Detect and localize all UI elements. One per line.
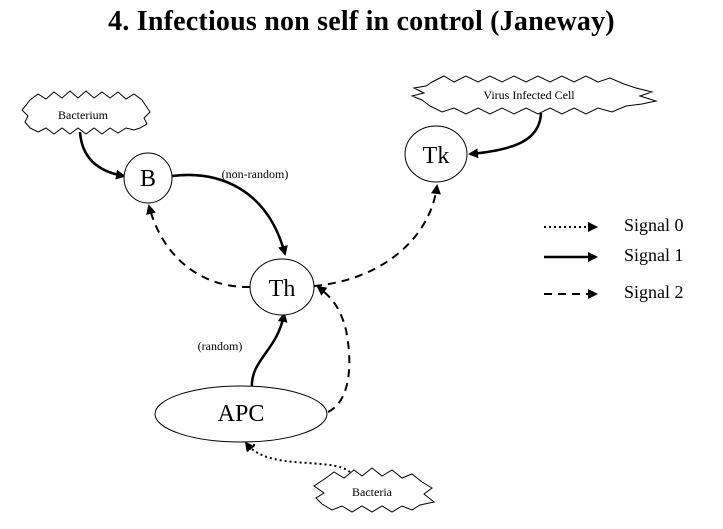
node-tk-label: Tk: [423, 143, 450, 169]
edge-label-random: (random): [198, 339, 243, 353]
bacterium-label: Bacterium: [58, 108, 109, 122]
node-b-circle: [123, 152, 173, 204]
node-tk: Tk: [404, 125, 468, 183]
edge-apc-signal2-to-th: [316, 285, 351, 413]
virus-infected-cell-label: Virus Infected Cell: [483, 88, 575, 102]
legend: Signal 0 Signal 1 Signal 2: [544, 215, 684, 302]
edge-b-to-th: [171, 173, 288, 256]
node-tk-circle: [404, 125, 468, 183]
slide-title: 4. Infectious non self in control (Janew…: [108, 6, 615, 37]
bacteria-burst-shape: [313, 467, 436, 513]
node-th-label: Th: [269, 276, 296, 302]
edge-bacteria-to-apc: [244, 441, 351, 473]
edge-th-to-tk: [313, 184, 441, 287]
edge-virus-to-tk: [468, 112, 543, 159]
edge-th-to-b: [146, 204, 251, 289]
node-apc-ellipse: [154, 385, 328, 443]
legend-signal0-label: Signal 0: [624, 215, 684, 235]
legend-signal1-label: Signal 1: [624, 245, 684, 265]
virus-infected-cell-starburst: Virus Infected Cell: [410, 75, 658, 115]
node-b-label: B: [140, 166, 156, 192]
node-th: Th: [249, 258, 315, 316]
bacteria-label: Bacteria: [352, 485, 393, 499]
virus-burst-shape: [410, 75, 658, 115]
edge-label-non-random: (non-random): [222, 167, 289, 181]
edge-apc-to-th: [250, 312, 288, 389]
legend-signal2-label: Signal 2: [624, 282, 684, 302]
node-th-circle: [249, 258, 315, 316]
node-apc: APC: [154, 385, 328, 443]
edge-bacterium-to-b: [78, 131, 126, 180]
bacterium-starburst: Bacterium: [21, 90, 151, 135]
bacteria-starburst: Bacteria: [313, 467, 436, 513]
node-b: B: [123, 152, 173, 204]
node-apc-label: APC: [218, 401, 265, 427]
bacterium-burst-shape: [21, 90, 151, 135]
